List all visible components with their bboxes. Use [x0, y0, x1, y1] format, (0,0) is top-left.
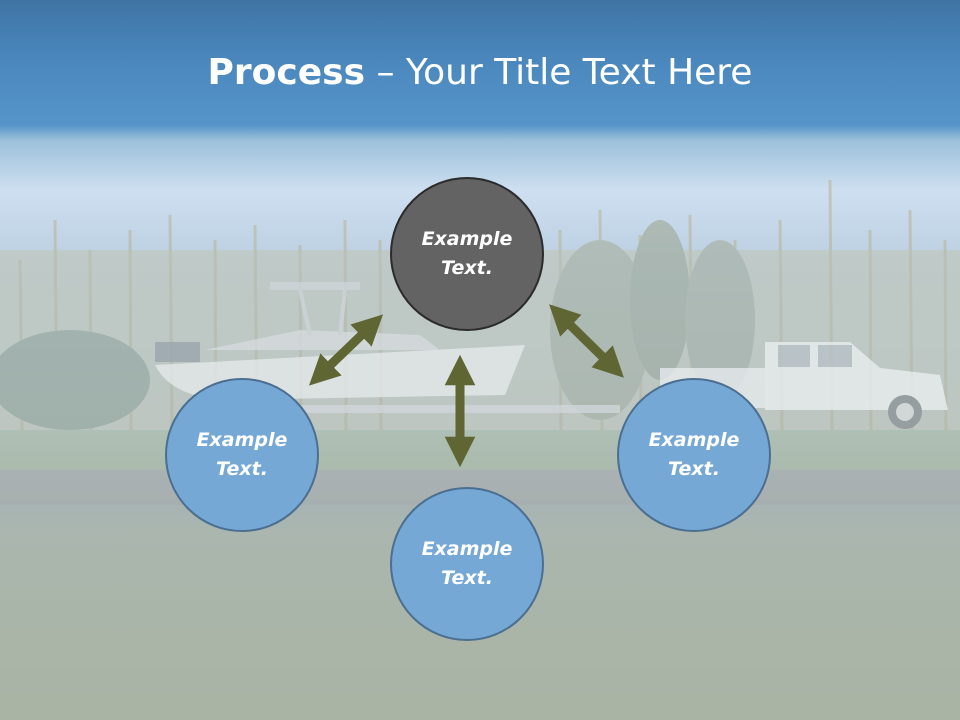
process-step-center: Example Text. — [390, 177, 544, 331]
process-step-bottom: Example Text. — [390, 487, 544, 641]
title-rest: Your Title Text Here — [405, 52, 753, 93]
process-step-right: Example Text. — [617, 378, 771, 532]
process-step-left: Example Text. — [165, 378, 319, 532]
arrow-center-right — [549, 304, 624, 378]
left-step-text: Example Text. — [196, 429, 288, 480]
arrow-center-left — [308, 314, 384, 386]
title-dash: – — [365, 52, 406, 93]
right-step-text: Example Text. — [648, 429, 740, 480]
title-bold: Process — [207, 52, 366, 93]
bottom-step-text: Example Text. — [421, 538, 513, 589]
slide-title: Process – Your Title Text Here — [0, 52, 960, 93]
center-step-text: Example Text. — [421, 228, 513, 279]
